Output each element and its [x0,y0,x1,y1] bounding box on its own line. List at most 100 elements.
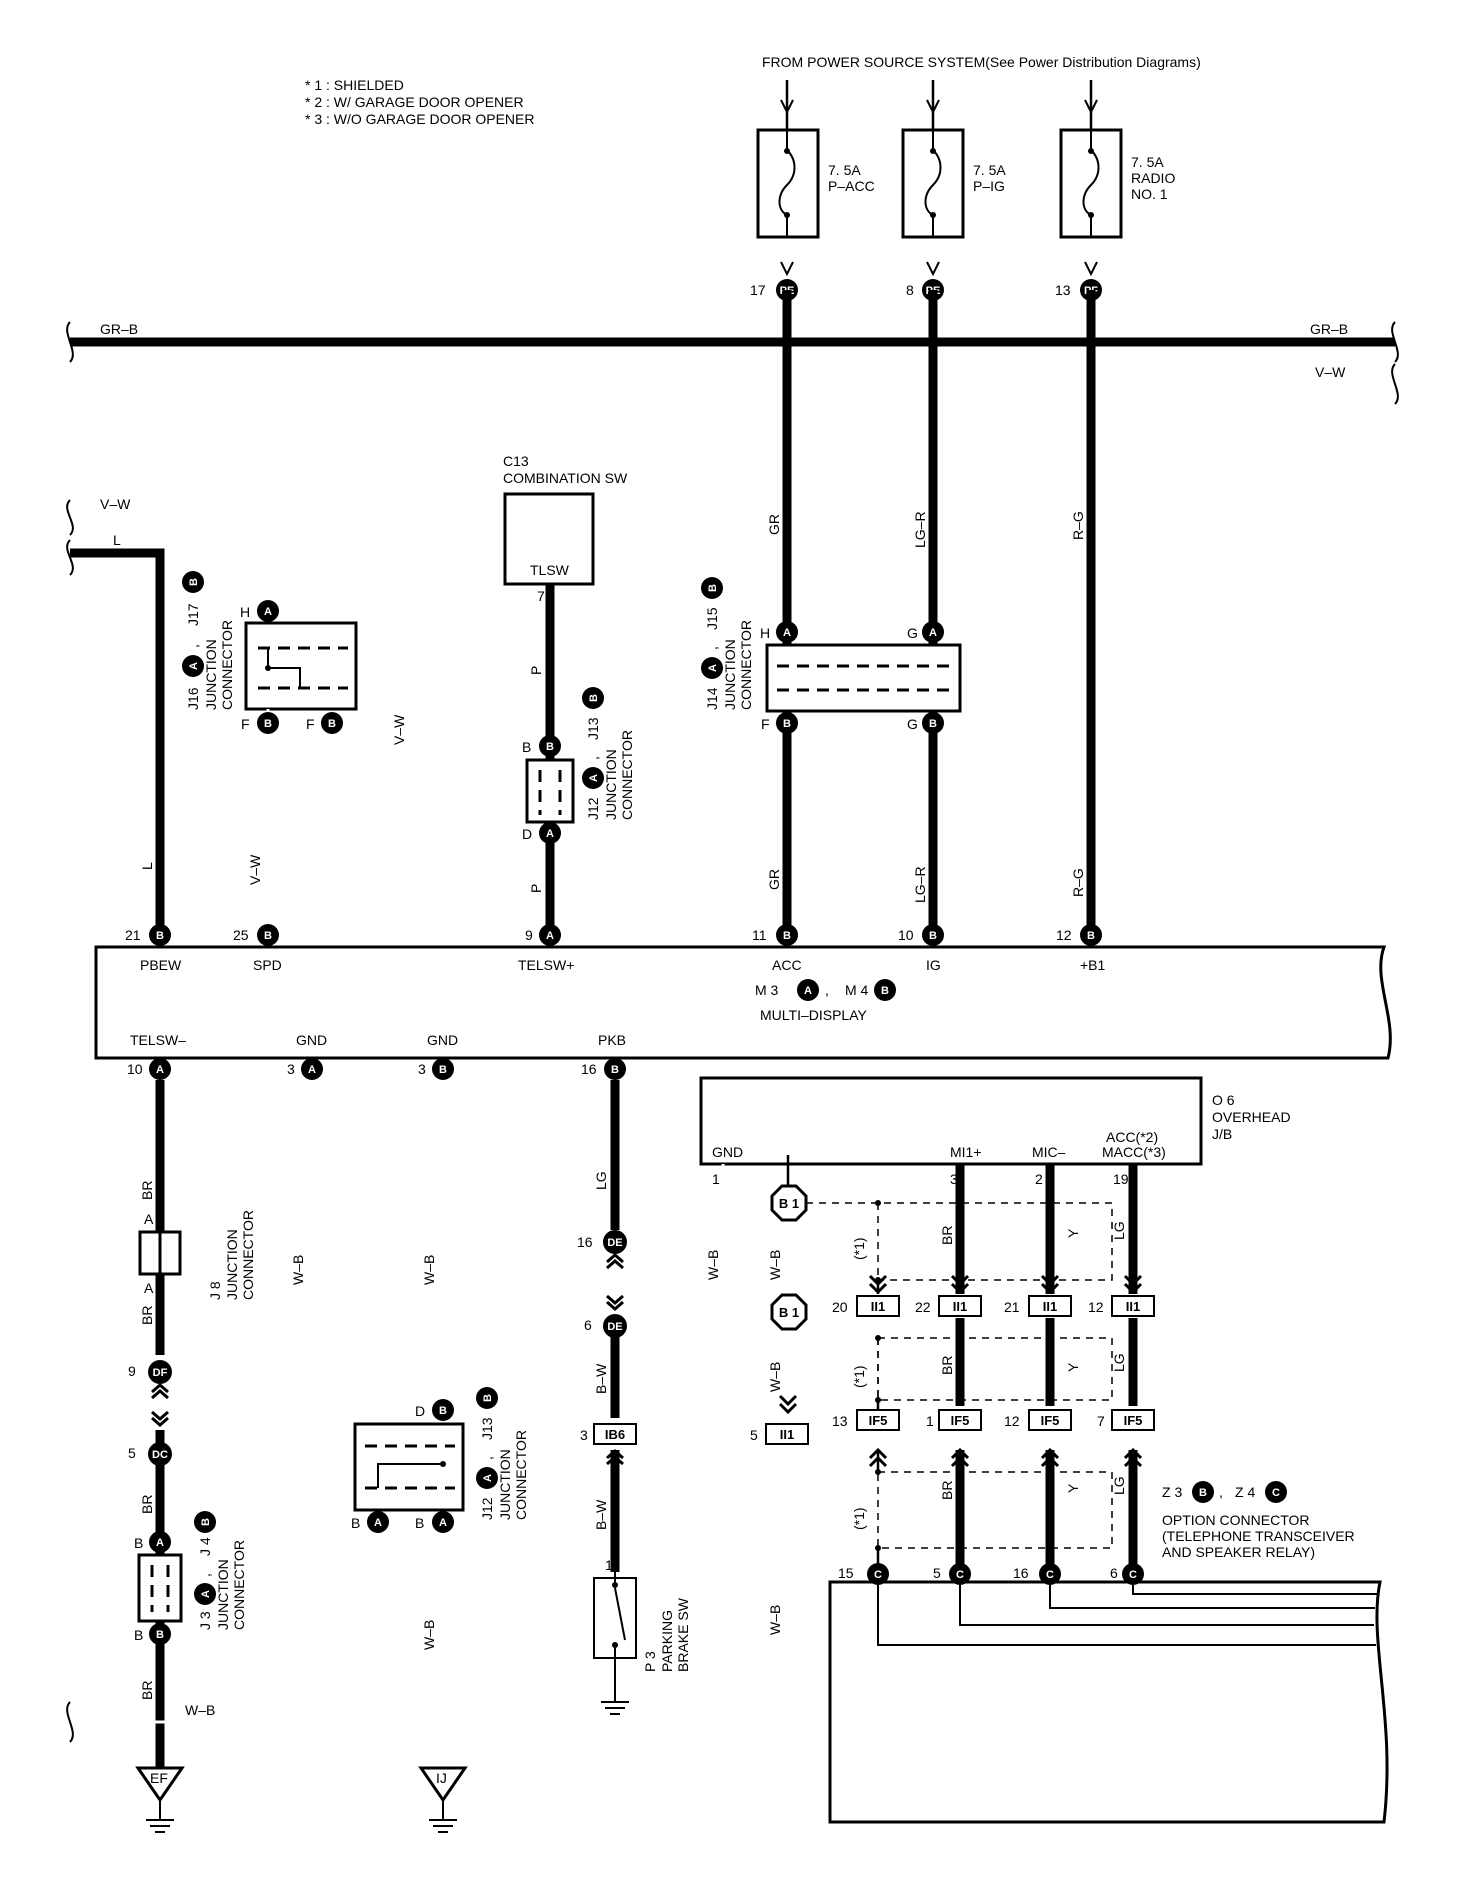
pin-number: 25 [233,927,249,943]
splice-code: B 1 [779,1196,799,1211]
terminal-label: GND [712,1144,743,1160]
terminal-label: PBEW [140,957,182,973]
pin-letter: G [907,625,918,641]
splice-code: B 1 [779,1305,799,1320]
wire-label: BR [139,1681,155,1700]
pin-letter: B [783,930,791,942]
pin-number: 12 [1088,1299,1104,1315]
shield-label: (*1) [851,1365,867,1388]
connector-name: CONNECTOR [513,1430,529,1520]
md-terminal-gnd-b: GND 3 B [418,1032,458,1080]
wire-gr: GR GR [766,290,792,935]
fuse-p-ig: 7. 5A P–IG [901,80,1006,239]
junction-connector-j14-j15: A H A G B F B G J14 A , J15 B JUNCTION C… [701,577,962,734]
fuse-name: P–ACC [828,178,875,194]
wire-label: P [528,884,544,893]
option-connector-z3-z4: Z 3 B , Z 4 C OPTION CONNECTOR (TELEPHON… [828,1481,1389,1824]
pin-number: 13 [832,1413,848,1429]
connector-code: J 3 [197,1611,213,1630]
connector-code: II1 [780,1427,794,1442]
pin-number: 16 [581,1061,597,1077]
junction-connector-j12-j13-lower: B D A B A B J12 A , J13 B JUNCTION CONNE… [351,1387,529,1533]
terminal-label: MIC– [1032,1144,1066,1160]
connector-code: DF [153,1367,168,1379]
wire-label: V–W [100,496,131,512]
fuse-name-line2: NO. 1 [1131,186,1168,202]
ground-ef: EF [135,1766,185,1833]
connector-de: 16 DE 6 DE [577,1230,627,1338]
pin-letter: D [522,826,532,842]
pin-letter: C [1046,1569,1054,1581]
terminal-label: IG [926,957,941,973]
connector-code: DE [607,1237,622,1249]
connector-code: II1 [1126,1299,1140,1314]
component-name: OVERHEAD [1212,1109,1291,1125]
component-name: BRAKE SW [675,1597,691,1672]
wire-label: W–B [290,1255,306,1285]
pin-number: 16 [577,1234,593,1250]
connector-code: II1 [1043,1299,1057,1314]
pin-number: 3 [418,1061,426,1077]
md-terminal-gnd-a: GND 3 A [287,1032,327,1080]
wire-label: GR [766,514,782,535]
separator: , [825,982,829,998]
pin-letter: A [546,828,554,840]
connector-code: II1 [953,1299,967,1314]
pin-letter: B [134,1627,143,1643]
md-terminal-pkb: PKB 16 B [581,1032,626,1080]
connector-code: IF5 [951,1413,970,1428]
wire-label: Y [1065,1483,1081,1493]
pin-number: 8 [906,282,914,298]
pin-letter: A [144,1280,154,1296]
pin-letter: B [783,718,791,730]
terminal-label: SPD [253,957,282,973]
wire-label: W–B [767,1250,783,1280]
overhead-jb-o6: O 6 OVERHEAD J/B GND MI1+ MIC– ACC(*2) M… [699,1076,1291,1187]
pin-letter: G [907,716,918,732]
connector-code: DC [152,1449,168,1461]
connector-name: CONNECTOR [738,620,754,710]
md-terminal-spd: 25 B SPD [233,924,282,973]
component-name: AND SPEAKER RELAY) [1162,1544,1315,1560]
terminal-label: TELSW– [130,1032,186,1048]
pin-number: 21 [1004,1299,1020,1315]
pin-number: 12 [1004,1413,1020,1429]
md-terminal-pbew: 21 B PBEW [125,924,182,973]
pin-letter: H [760,625,770,641]
pin-number: 9 [128,1363,136,1379]
pin-letter: A [439,1517,447,1529]
wire-label: GR [766,869,782,890]
pin-letter: A [707,664,719,672]
pin-letter: A [783,627,791,639]
md-terminal-telsw-minus: TELSW– 10 A [127,1032,186,1080]
pin-number: 21 [125,927,141,943]
pin-number: 10 [127,1061,143,1077]
wire-label: R–G [1070,511,1086,540]
pin-number: 13 [1055,282,1071,298]
connector-code: J15 [704,607,720,630]
wire-label: LG [593,1171,609,1190]
pin-letter: A [482,1474,494,1482]
connector-code: J14 [704,687,720,710]
pin-number: 10 [898,927,914,943]
component-name: (TELEPHONE TRANSCEIVER [1162,1528,1355,1544]
wire-label: BR [939,1226,955,1245]
pin-letter: B [264,718,272,730]
shield-label: (*1) [851,1237,867,1260]
pin-number: 3 [287,1061,295,1077]
wire-shield-drain [868,1274,888,1580]
terminal-label: ACC(*2) [1106,1129,1158,1145]
ground-ij: IJ [418,1766,468,1833]
terminal-label: TELSW+ [518,957,574,973]
pin-number: 3 [580,1427,588,1443]
pin-number: 3 [950,1171,958,1187]
wire-label: P [528,666,544,675]
wire-label: L [113,532,121,548]
pin-letter: A [546,930,554,942]
pin-letter: B [522,739,531,755]
pin-number: 1 [926,1413,934,1429]
wire-label: V–W [1315,364,1346,380]
connector-name: CONNECTOR [219,620,235,710]
pin-number: 22 [915,1299,931,1315]
